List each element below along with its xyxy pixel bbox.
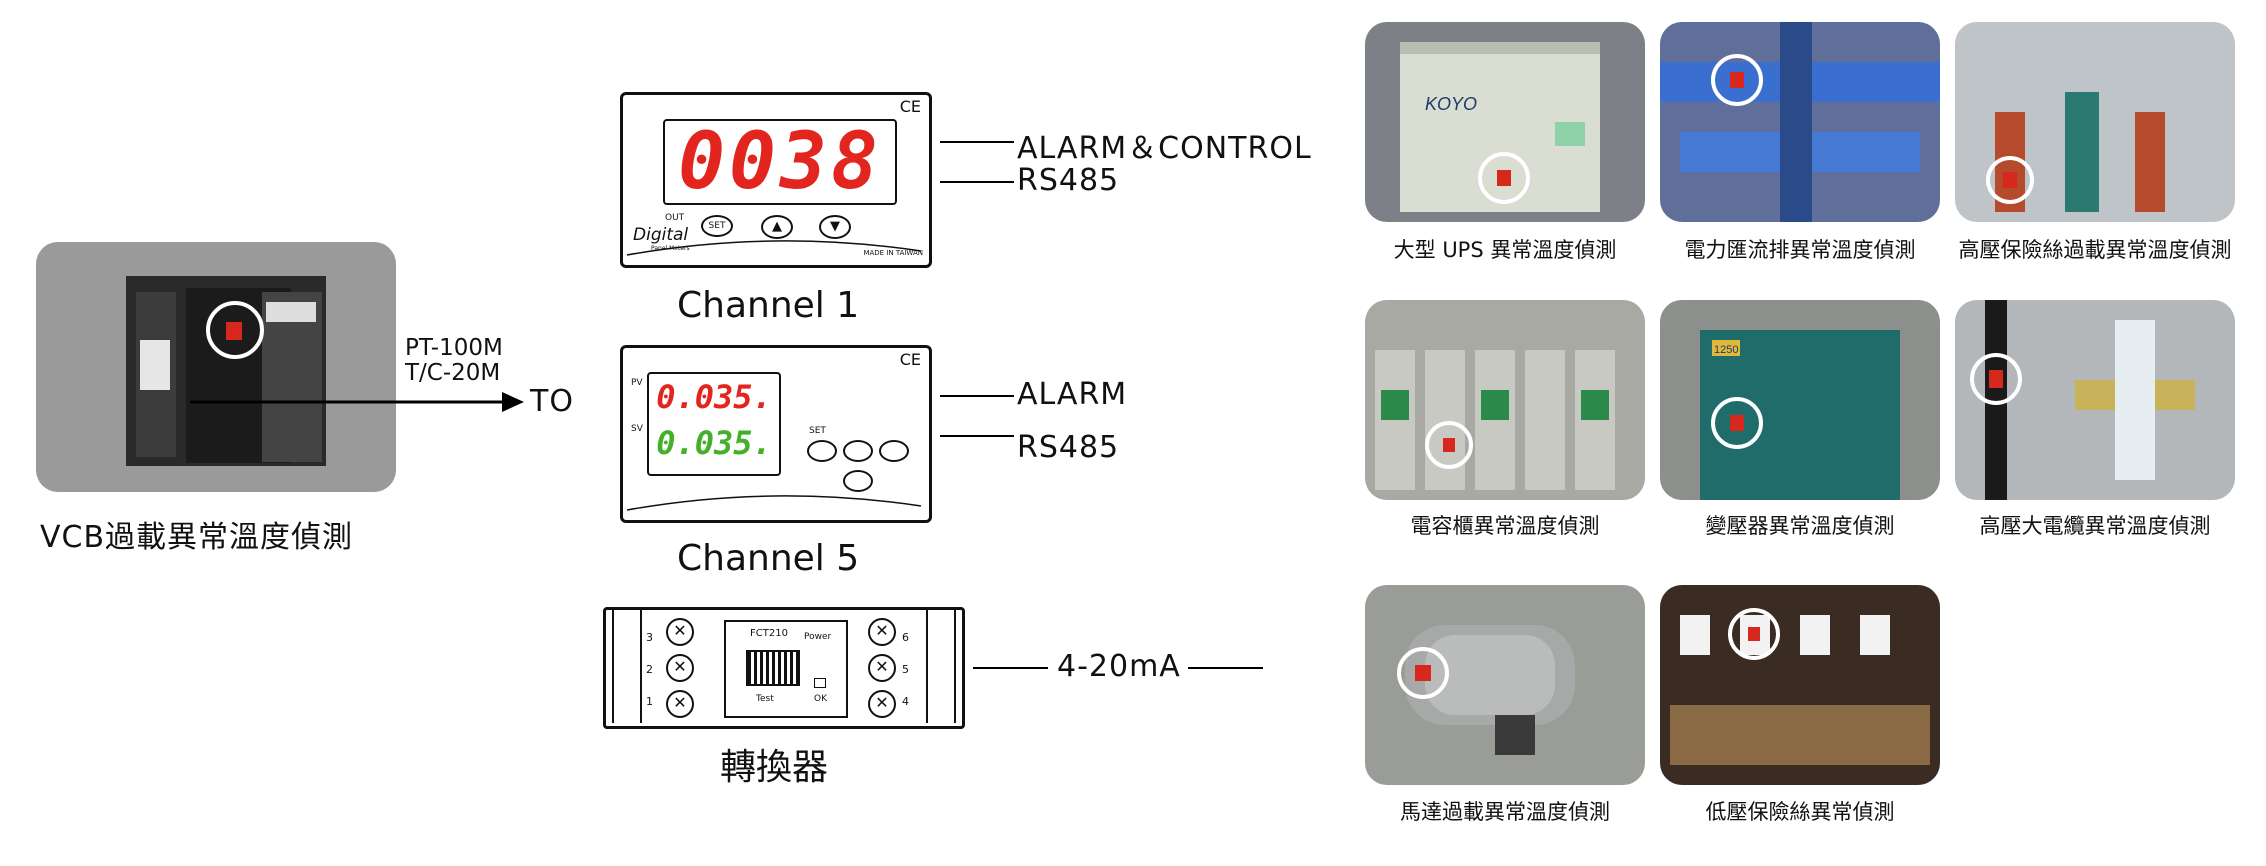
- sensor-label-1: PT-100M: [405, 335, 503, 361]
- terminal-number: 2: [646, 663, 653, 676]
- converter-model: FCT210: [750, 628, 788, 639]
- photo-motor: [1365, 585, 1645, 785]
- photo-ups: KOYO: [1365, 22, 1645, 222]
- photo-caption-lv-fuse: 低壓保險絲異常偵測: [1705, 800, 1895, 824]
- channel5-meter: CE 0.035. 0.035. PV SV SET: [620, 345, 932, 523]
- channel5-display: 0.035. 0.035.: [647, 372, 781, 476]
- left-terminal-numbers: 3 2 1: [646, 622, 653, 718]
- channel1-lines: [940, 141, 1014, 183]
- photo-transformer: 1250: [1660, 300, 1940, 500]
- set-label: SET: [708, 221, 726, 231]
- terminal-number: 1: [646, 695, 653, 708]
- sv-value: 0.035.: [656, 424, 772, 462]
- pv-value: 0.035.: [656, 378, 772, 416]
- left-terminals: ✕ ✕ ✕: [666, 618, 694, 718]
- terminal-screw-icon: ✕: [666, 690, 694, 718]
- left-button-5[interactable]: [879, 440, 909, 462]
- din-rail-left: [612, 607, 642, 723]
- converter-output: 4-20mA: [1057, 649, 1181, 684]
- sensor-label-2: T/C-20M: [405, 360, 501, 386]
- terminal-screw-icon: ✕: [868, 618, 896, 646]
- brand-label: Digital: [633, 225, 689, 245]
- photo-caption-hv-cable: 高壓大電纜異常溫度偵測: [1979, 514, 2211, 538]
- down-button[interactable]: ▼: [819, 215, 851, 239]
- terminal-screw-icon: ✕: [666, 654, 694, 682]
- photo-hv-fuse: [1955, 22, 2235, 222]
- channel1-meter: CE 0038 OUT SET ▲ ▼ Digital Panel Meters…: [620, 92, 932, 268]
- meter-swoosh-5: [626, 495, 922, 511]
- ce-mark: CE: [899, 97, 921, 116]
- out-label: OUT: [665, 213, 685, 223]
- converter-title: 轉換器: [720, 747, 829, 788]
- to-label: TO: [530, 384, 574, 419]
- channel1-output-1: ALARM＆CONTROL: [1017, 131, 1312, 166]
- test-label: Test: [756, 694, 774, 704]
- photo-capacitor: [1365, 300, 1645, 500]
- terminal-number: 6: [902, 631, 909, 644]
- vcb-caption: VCB過載異常溫度偵測: [40, 520, 354, 555]
- power-label: Power: [804, 632, 832, 642]
- up-button[interactable]: ▲: [761, 215, 793, 239]
- photo-caption-hv-fuse: 高壓保險絲過載異常溫度偵測: [1958, 238, 2232, 262]
- sv-label: SV: [631, 424, 643, 434]
- up-button-5[interactable]: [843, 440, 873, 462]
- photo-caption-ups: 大型 UPS 異常溫度偵測: [1393, 238, 1617, 262]
- converter-lines: [973, 667, 1263, 669]
- ok-label: OK: [814, 694, 827, 704]
- channel5-output-2: RS485: [1017, 430, 1120, 465]
- set-label-5: SET: [809, 426, 826, 436]
- made-in-label: MADE IN TAIWAN: [863, 249, 923, 257]
- channel5-title: Channel 5: [677, 538, 860, 579]
- led-icon: [814, 678, 826, 688]
- terminal-screw-icon: ✕: [666, 618, 694, 646]
- set-button-5[interactable]: [807, 440, 837, 462]
- photo-busbar: [1660, 22, 1940, 222]
- right-terminals: ✕ ✕ ✕: [868, 618, 896, 718]
- channel1-title: Channel 1: [677, 285, 860, 326]
- terminal-number: 3: [646, 631, 653, 644]
- photo-lv-fuse: [1660, 585, 1940, 785]
- converter-body: FCT210 Test OK Power ✕ ✕ ✕ 3 2 1 ✕ ✕ ✕ 6…: [603, 607, 965, 729]
- converter-center: FCT210 Test OK Power: [724, 620, 848, 718]
- vcb-photo: [36, 242, 396, 492]
- ups-brand: KOYO: [1425, 94, 1477, 114]
- terminal-screw-icon: ✕: [868, 654, 896, 682]
- set-button[interactable]: SET: [701, 215, 733, 237]
- usb-port-icon: [746, 650, 800, 686]
- terminal-number: 4: [902, 695, 909, 708]
- photo-hv-cable: [1955, 300, 2235, 500]
- channel1-value: 0038: [678, 117, 882, 207]
- photo-caption-busbar: 電力匯流排異常溫度偵測: [1684, 238, 1916, 262]
- ce-mark-5: CE: [899, 350, 921, 369]
- down-button-5[interactable]: [843, 470, 873, 492]
- din-rail-right: [926, 607, 956, 723]
- pv-label: PV: [631, 378, 643, 388]
- photo-caption-motor: 馬達過載異常溫度偵測: [1400, 800, 1610, 824]
- meter-swoosh: [626, 240, 922, 256]
- terminal-screw-icon: ✕: [868, 690, 896, 718]
- channel5-output-1: ALARM: [1017, 377, 1128, 412]
- photo-caption-transformer: 變壓器異常溫度偵測: [1705, 514, 1895, 538]
- right-terminal-numbers: 6 5 4: [902, 622, 909, 718]
- terminal-number: 5: [902, 663, 909, 676]
- to-arrow: [190, 392, 524, 412]
- channel1-output-2: RS485: [1017, 163, 1120, 198]
- photo-caption-capacitor: 電容櫃異常溫度偵測: [1410, 514, 1600, 538]
- channel5-lines: [940, 395, 1014, 437]
- transformer-tag: 1250: [1714, 344, 1738, 356]
- channel1-display: 0038: [663, 119, 897, 205]
